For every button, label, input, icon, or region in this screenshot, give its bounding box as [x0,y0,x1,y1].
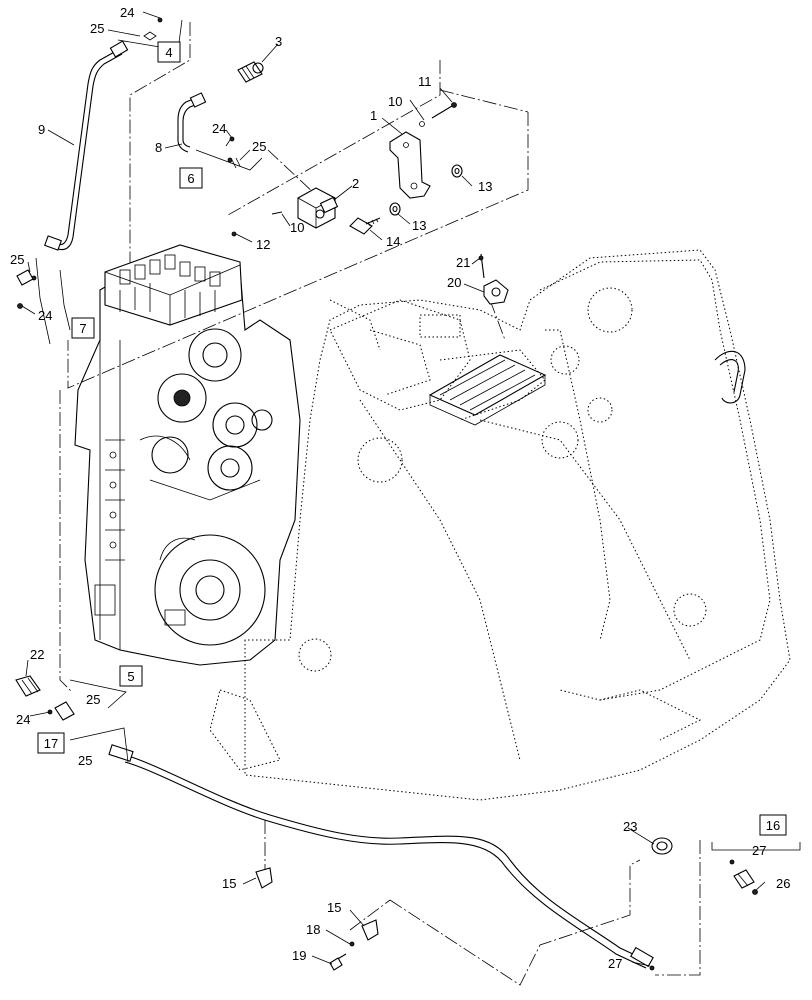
tube-part-8 [177,92,207,153]
kit-label-4: 4 [165,45,172,60]
bracket-part-1 [389,131,431,199]
callout-27: 27 [752,843,766,858]
sensor-part-3 [237,61,264,83]
clamp-parts [255,867,379,971]
callout-10: 10 [290,220,304,235]
callout-25: 25 [252,139,266,154]
kit-label-16: 16 [766,818,780,833]
assembly-boundary-lines [59,22,701,986]
callout-21: 21 [456,255,470,270]
tube-part-9 [44,40,129,251]
hardware-parts [16,17,463,309]
callout-1: 1 [370,108,377,123]
transmission-housing [74,244,301,666]
callout-12: 12 [256,237,270,252]
callout-2: 2 [352,176,359,191]
callout-18: 18 [306,922,320,937]
callout-13: 13 [412,218,426,233]
leader-lines [21,11,766,967]
kit-label-6: 6 [187,171,194,186]
callout-19: 19 [292,948,306,963]
loader-frame [209,249,791,801]
callout-9: 9 [38,122,45,137]
kit-box-4: 4 [157,41,181,63]
callout-24: 24 [212,121,226,136]
kit-box-16: 16 [759,814,787,836]
kit-box-17: 17 [37,732,65,754]
callout-24: 24 [38,308,52,323]
callout-14: 14 [386,234,400,249]
kit-box-7: 7 [71,317,95,339]
kit-box-6: 6 [179,167,203,189]
callout-10: 10 [388,94,402,109]
grab-handle [714,350,746,404]
valve-block-part-2 [297,187,339,229]
callout-23: 23 [623,819,637,834]
kit-box-5: 5 [119,665,143,687]
callout-15: 15 [327,900,341,915]
step-grating [428,354,547,426]
callout-15: 15 [222,876,236,891]
callout-13: 13 [478,179,492,194]
callout-25: 25 [10,252,24,267]
callout-numbers: 24 25 3 11 10 1 9 24 25 8 2 13 13 10 14 … [10,5,790,971]
kit-label-17: 17 [44,736,58,751]
hydraulic-hose [108,744,654,969]
callout-26: 26 [776,876,790,891]
callout-27: 27 [608,956,622,971]
fitting-part-22 [15,675,75,721]
cap-part-23 [651,837,673,855]
kit-label-5: 5 [127,669,134,684]
callout-11: 11 [418,74,432,89]
fitting-part-20-21 [478,253,509,305]
callout-24: 24 [120,5,134,20]
callout-20: 20 [447,275,461,290]
callout-22: 22 [30,647,44,662]
callout-24: 24 [16,712,30,727]
kit-brackets [35,19,801,851]
callout-3: 3 [275,34,282,49]
callout-25: 25 [90,21,104,36]
fitting-part-26-27 [649,859,758,971]
callout-25: 25 [86,692,100,707]
kit-label-7: 7 [79,321,86,336]
callout-8: 8 [155,140,162,155]
callout-25: 25 [78,753,92,768]
